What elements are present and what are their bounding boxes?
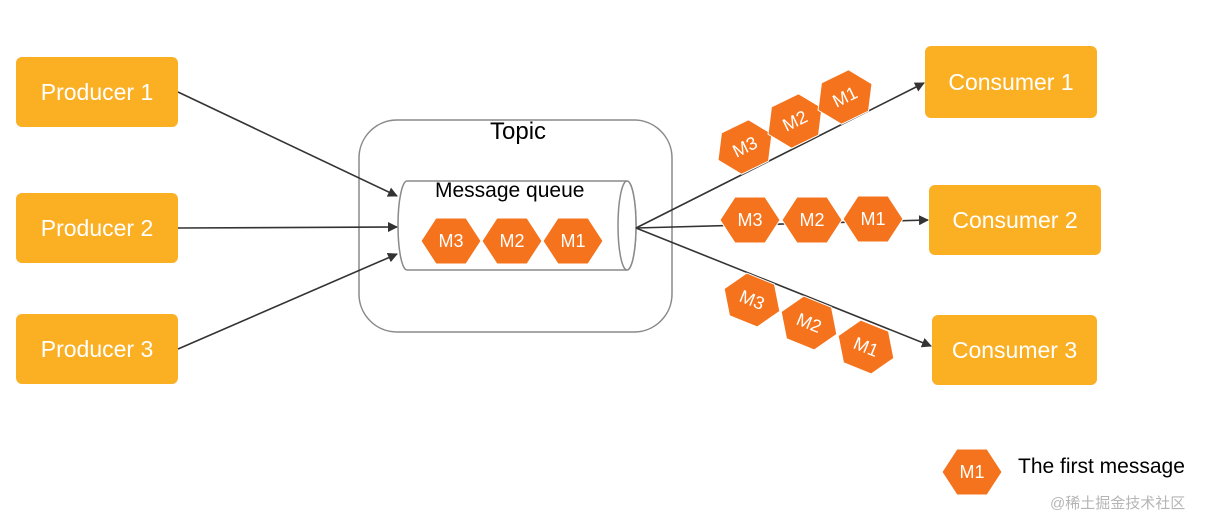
consumer-2-box: Consumer 2 [929, 185, 1101, 255]
queue-message-m1: M1 [542, 217, 604, 265]
arrow-consumer-3 [635, 227, 932, 348]
producer-3-box: Producer 3 [16, 314, 178, 384]
producer-2-label: Producer 2 [40, 215, 154, 241]
legend-text: The first message [1018, 455, 1185, 478]
arrow-producer-1 [177, 91, 398, 197]
producer-1-box: Producer 1 [16, 57, 178, 127]
producer-1-label: Producer 1 [40, 79, 154, 105]
watermark: @稀土掘金技术社区 [1050, 495, 1186, 512]
arrow-producer-3 [177, 252, 398, 350]
consumer-1-label: Consumer 1 [948, 69, 1074, 95]
delivery-2-message-m1-label: M1 [860, 209, 885, 229]
queue-label: Message queue [435, 179, 585, 202]
consumer-1-box: Consumer 1 [925, 46, 1097, 118]
consumer-2-label: Consumer 2 [952, 207, 1078, 233]
delivery-2-message-m3: M3 [719, 196, 781, 244]
consumer-3-label: Consumer 3 [951, 337, 1078, 363]
queue-message-m2: M2 [481, 217, 543, 265]
delivery-3-message-m1: M1 [837, 319, 895, 375]
legend-message-icon: M1 [941, 448, 1003, 496]
queue-message-m3: M3 [420, 217, 482, 265]
queue-message-m1-label: M1 [560, 231, 585, 251]
delivery-1-message-m2: M2 [767, 93, 823, 149]
topic-label: Topic [490, 118, 547, 145]
arrow-producer-2 [177, 222, 398, 233]
delivery-1-message-m3: M3 [717, 119, 773, 175]
delivery-2-message-m2: M2 [781, 196, 843, 244]
topic-container [358, 119, 673, 333]
delivery-2-message-m1: M1 [842, 195, 904, 243]
queue-message-m2-label: M2 [499, 231, 524, 251]
delivery-2-message-m2-label: M2 [799, 210, 824, 230]
legend-message-icon-label: M1 [959, 462, 984, 482]
delivery-3-message-m3: M3 [723, 272, 781, 328]
delivery-1-message-m1: M1 [817, 69, 873, 125]
arrow-consumer-1 [635, 82, 925, 229]
producer-2-box: Producer 2 [16, 193, 178, 263]
delivery-2-message-m3-label: M3 [737, 210, 762, 230]
delivery-3-message-m2: M2 [780, 295, 838, 351]
producer-3-label: Producer 3 [40, 336, 154, 362]
consumer-3-box: Consumer 3 [932, 315, 1097, 385]
queue-message-m3-label: M3 [438, 231, 463, 251]
